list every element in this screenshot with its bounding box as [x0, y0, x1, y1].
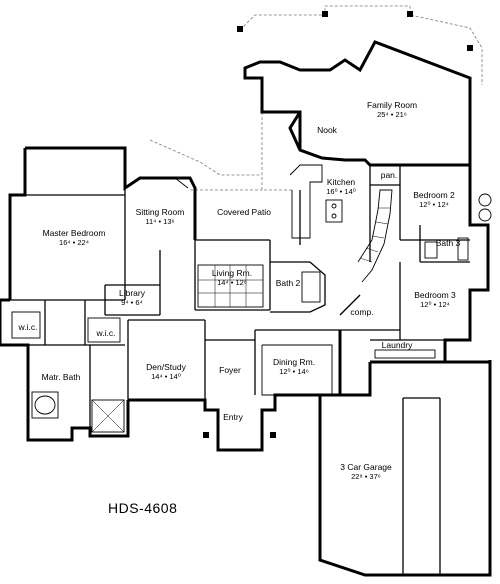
room-name: Bedroom 3: [414, 290, 456, 300]
room-name: pan.: [380, 170, 398, 180]
room-dims: 14⁴ • 12⁶: [217, 278, 247, 287]
room-name: Matr. Bath: [41, 372, 81, 382]
room-name: Sitting Room: [135, 207, 185, 217]
room-wic-left: w.i.c.: [19, 322, 38, 332]
room-dims: 12⁰ • 12⁴: [419, 200, 449, 209]
rear-porch-outline: [149, 5, 483, 191]
room-name: Covered Patio: [217, 207, 271, 217]
room-dims: 12⁰ • 12⁴: [420, 300, 450, 309]
room-living-rm: Living Rm.14⁴ • 12⁶: [212, 268, 252, 288]
room-pantry: pan.: [381, 170, 398, 180]
room-name: Living Rm.: [211, 268, 253, 278]
room-name: w.i.c.: [18, 322, 38, 332]
room-dims: 12⁰ • 14⁶: [279, 367, 309, 376]
room-dims: 11⁴ • 13⁶: [145, 217, 175, 226]
room-entry: Entry: [223, 412, 243, 422]
room-foyer: Foyer: [219, 365, 241, 375]
room-dims: 9⁴ • 6⁴: [121, 298, 143, 307]
room-name: w.i.c.: [96, 328, 116, 338]
room-matr-bath: Matr. Bath: [42, 372, 81, 382]
room-name: Foyer: [219, 365, 241, 375]
room-name: Bath 2: [275, 278, 301, 288]
room-dims: 16⁴ • 22⁴: [59, 238, 89, 247]
room-name: Bedroom 2: [413, 190, 455, 200]
room-dims: 14⁴ • 14⁰: [151, 372, 181, 381]
exterior-walls: [0, 40, 492, 577]
room-name: Master Bedroom: [42, 228, 106, 238]
room-name: Entry: [223, 412, 243, 422]
fixtures: [11, 164, 492, 575]
room-dims: 16⁰ • 14⁰: [326, 187, 356, 196]
room-name: 3 Car Garage: [340, 462, 392, 472]
room-bath-2: Bath 2: [276, 278, 301, 288]
room-name: Kitchen: [326, 177, 356, 187]
room-dining-rm: Dining Rm.12⁰ • 14⁶: [273, 357, 315, 377]
room-bath-3: Bath 3: [436, 238, 461, 248]
room-laundry: Laundry: [382, 340, 413, 350]
room-name: Laundry: [381, 340, 413, 350]
room-name: Nook: [317, 125, 337, 135]
room-name: Den/Study: [146, 362, 186, 372]
room-dims: 25⁴ • 21⁶: [377, 110, 407, 119]
room-name: Dining Rm.: [272, 357, 316, 367]
room-wic-right: w.i.c.: [97, 328, 116, 338]
room-dims: 22⁸ • 37⁶: [351, 472, 381, 481]
room-name: Bath 3: [435, 238, 461, 248]
interior-walls: [10, 165, 470, 428]
room-name: comp.: [350, 307, 374, 317]
room-name: Family Room: [366, 100, 418, 110]
room-covered-patio: Covered Patio: [217, 207, 271, 217]
room-nook: Nook: [317, 125, 337, 135]
room-comp: comp.: [350, 307, 373, 317]
plan-code-label: HDS-4608: [108, 500, 178, 516]
room-name: Library: [119, 288, 145, 298]
